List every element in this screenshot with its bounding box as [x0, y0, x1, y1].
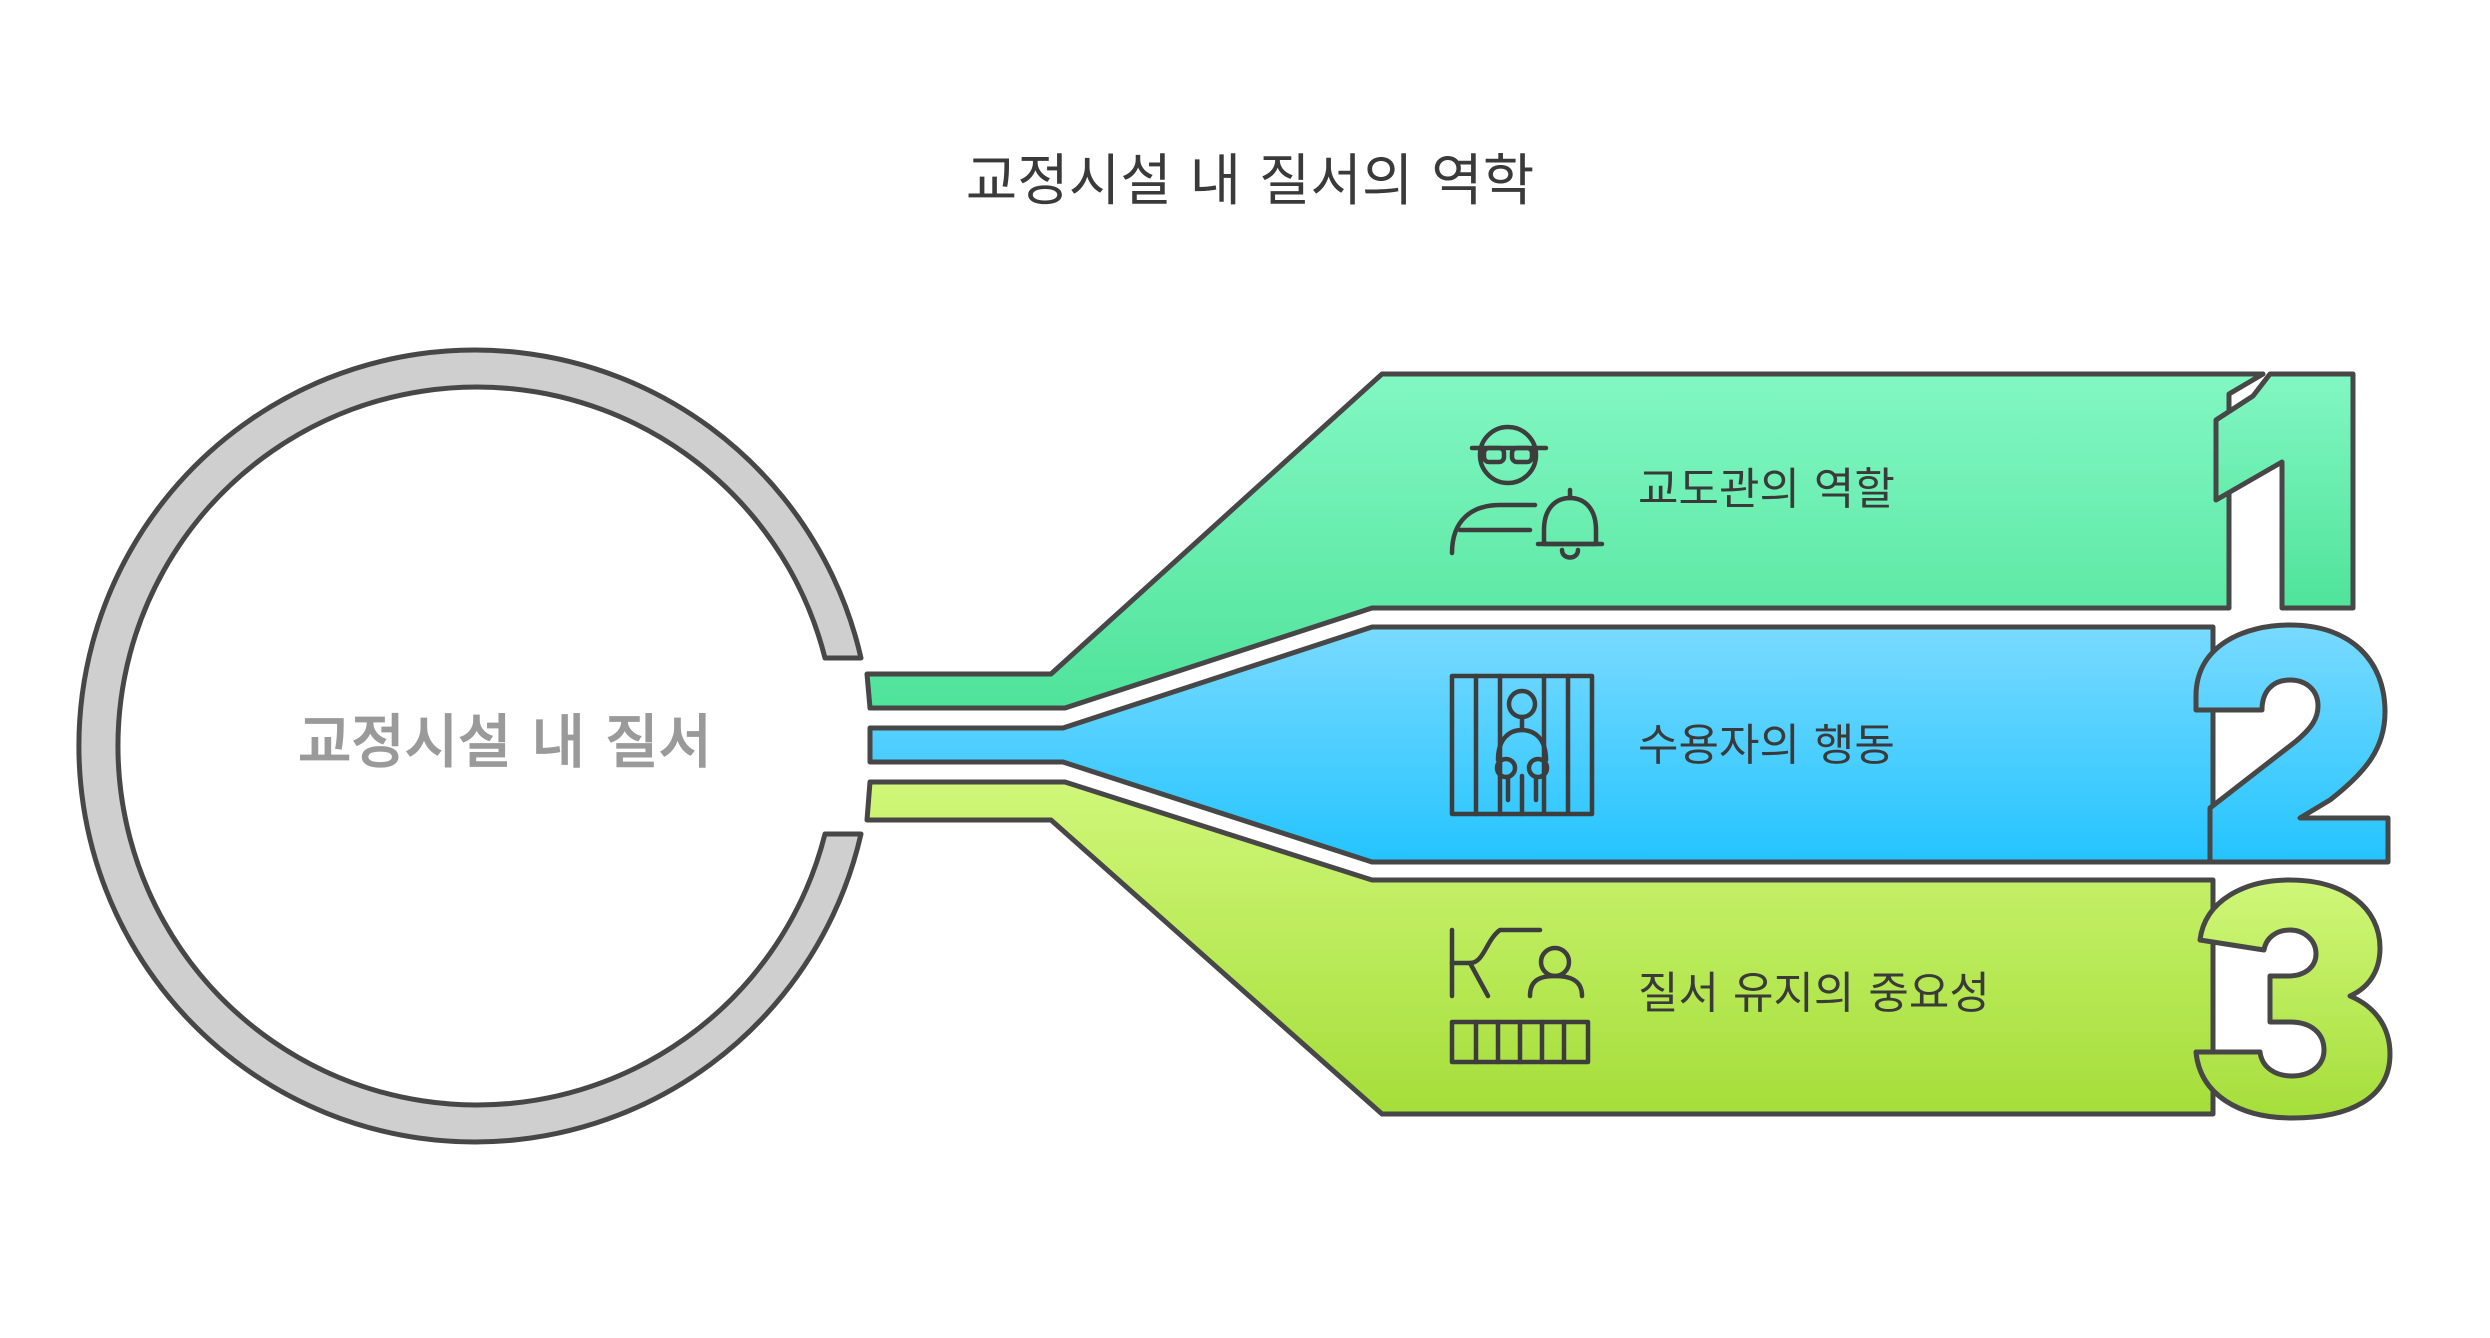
- prisoner-behind-bars-icon: [1449, 673, 1595, 817]
- diagram-title: 교정시설 내 질서의 역학: [966, 149, 1535, 214]
- band-3-shape: [864, 779, 2216, 1117]
- band-3: [864, 779, 2393, 1121]
- guard-bell-icon: [1449, 424, 1605, 560]
- hub-label: 교정시설 내 질서: [298, 708, 712, 776]
- item-3-label: 질서 유지의 중요성: [1638, 968, 1990, 1019]
- band-1-number-1: [2213, 371, 2356, 611]
- hub-ring: [76, 347, 864, 1145]
- band-3-number-3: [2193, 877, 2393, 1121]
- item-2-label: 수용자의 행동: [1638, 720, 1895, 771]
- band-2-number-2: [2193, 622, 2391, 865]
- item-1-label: 교도관의 역할: [1638, 464, 1895, 515]
- order-maintenance-icon: [1449, 927, 1591, 1065]
- band-1-shape: [864, 371, 2266, 711]
- band-1: [864, 371, 2356, 711]
